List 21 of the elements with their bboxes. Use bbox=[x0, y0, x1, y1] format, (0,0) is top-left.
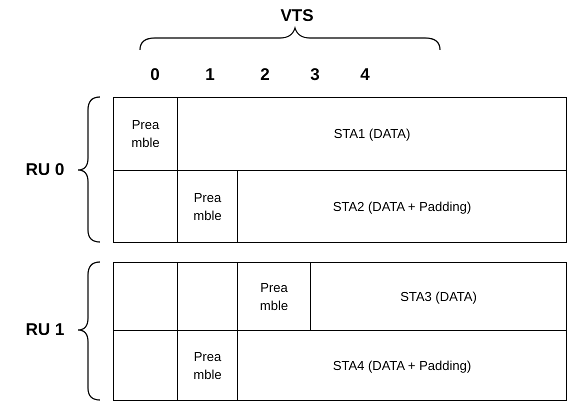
cell-text: STA1 (DATA) bbox=[334, 125, 410, 143]
axis-title: VTS bbox=[280, 6, 314, 26]
cell-text: STA2 (DATA + Padding) bbox=[332, 198, 472, 216]
column-number: 4 bbox=[360, 65, 370, 85]
group-label: RU 0 bbox=[26, 160, 64, 180]
cell-text: Prea mble bbox=[130, 116, 161, 152]
table-cell bbox=[177, 97, 567, 171]
column-number: 3 bbox=[310, 65, 320, 85]
table-cell bbox=[113, 97, 178, 171]
table-cell bbox=[310, 262, 567, 331]
cell-text: STA4 (DATA + Padding) bbox=[332, 356, 472, 374]
cell-text: STA3 (DATA) bbox=[400, 288, 477, 306]
cell-text: Prea mble bbox=[192, 348, 223, 384]
group-label: RU 1 bbox=[26, 320, 64, 340]
column-number: 0 bbox=[150, 65, 160, 85]
column-number: 2 bbox=[260, 65, 270, 85]
column-number: 1 bbox=[205, 65, 215, 85]
table-cell bbox=[237, 330, 567, 401]
table-cell bbox=[237, 170, 567, 243]
cell-text: Prea mble bbox=[192, 188, 223, 224]
cell-text: Prea mble bbox=[258, 278, 290, 314]
